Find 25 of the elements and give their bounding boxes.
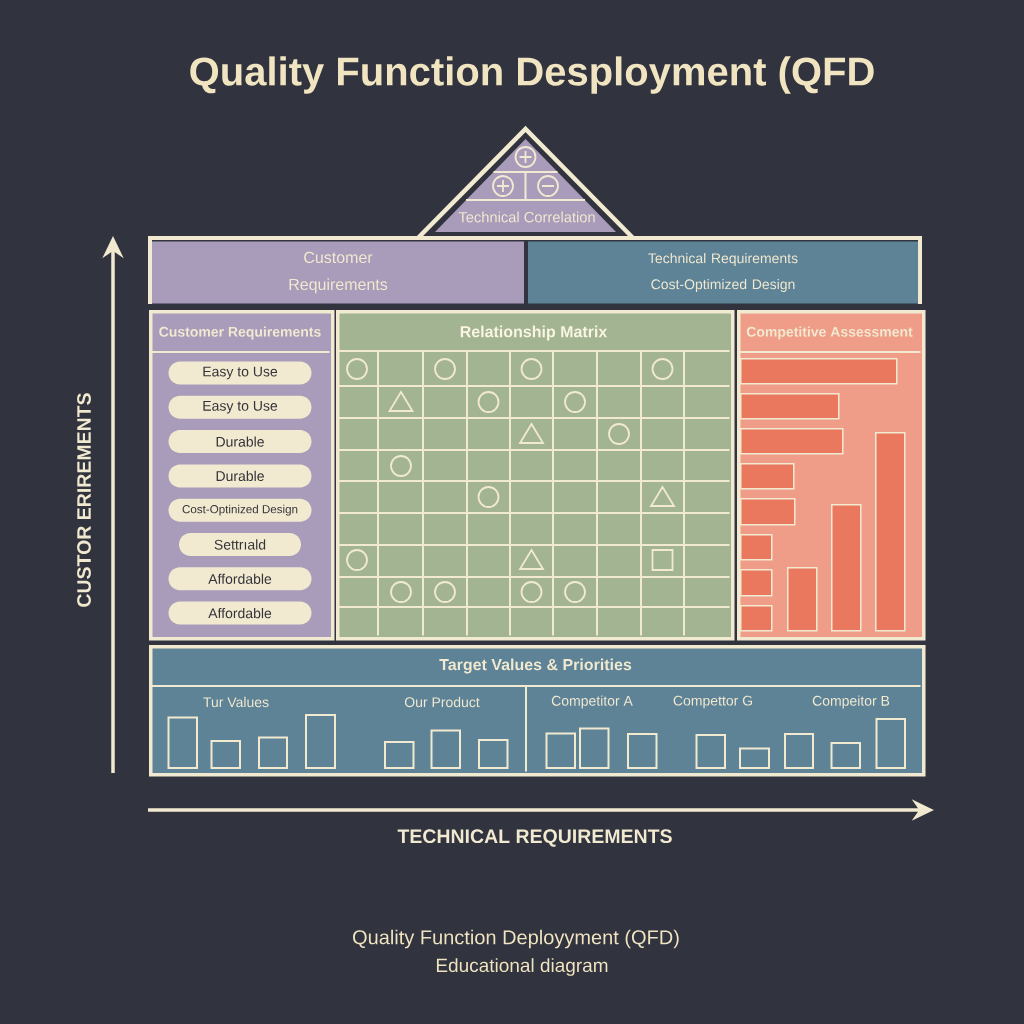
panel: Target Values & Priorities Tur Values Our Product Competitor A Compettor G Compeitor B bbox=[149, 645, 926, 777]
axis-label: TECHNICAL REQUIREMENTS bbox=[397, 829, 672, 847]
bar bbox=[740, 569, 773, 597]
header-band: Customer Requirements bbox=[152, 241, 524, 304]
requirement-pill: Settrıald bbox=[179, 533, 301, 556]
bar bbox=[740, 428, 844, 455]
requirement-pill: Durable bbox=[168, 464, 312, 488]
caption-text: Quality Function Deployyment (QFD) bbox=[353, 929, 679, 949]
matrix-panel: Relationship Matrix bbox=[336, 310, 735, 641]
bar bbox=[831, 504, 862, 632]
bar bbox=[740, 534, 773, 561]
title: Quality Function Desployment (QFD bbox=[190, 56, 874, 94]
bar bbox=[875, 432, 906, 632]
bar bbox=[740, 605, 773, 632]
header-band: Technical Requirements Cost-Optimized Design bbox=[528, 241, 918, 304]
bar bbox=[787, 567, 818, 632]
bar bbox=[740, 358, 898, 385]
requirement-pill: Affordable bbox=[168, 567, 312, 591]
caption-text: Educational diagram bbox=[436, 958, 608, 976]
bar bbox=[740, 393, 840, 420]
requirement-pill: Durable bbox=[168, 430, 312, 454]
axis-label: CUSTOR ERIREMENTS bbox=[77, 393, 91, 607]
bar bbox=[740, 498, 796, 526]
bar bbox=[740, 463, 795, 490]
roof-triangle: Technical Correlation bbox=[416, 125, 635, 240]
